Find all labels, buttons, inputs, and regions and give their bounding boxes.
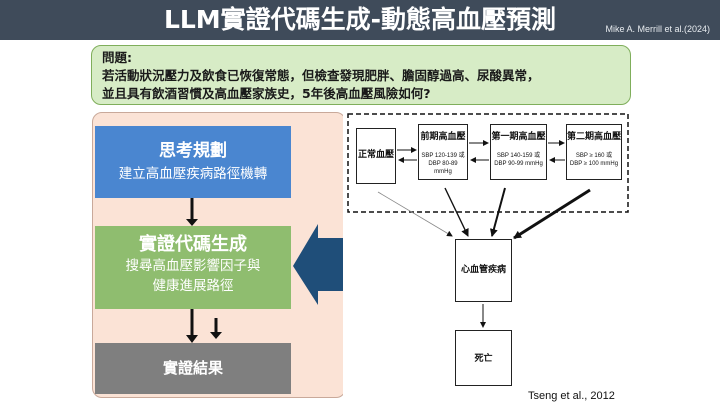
evidence-code-box: 實證代碼生成 搜尋高血壓影響因子與 健康進展路徑 — [95, 226, 291, 309]
think-plan-subtitle: 建立高血壓疾病路徑機轉 — [118, 166, 268, 182]
arrow-secondary-head — [210, 332, 222, 339]
evidence-code-title: 實證代碼生成 — [139, 234, 247, 255]
evidence-result-title: 實證結果 — [162, 359, 223, 377]
arrow-think-to-code-head — [186, 219, 198, 226]
arrow-stage1-to-cvd — [489, 187, 506, 237]
bottom-citation: Tseng et al., 2012 — [528, 390, 615, 402]
node-pre-title: 前期高血壓 — [420, 132, 466, 142]
node-pre-sbp: SBP 120-139 或 — [421, 153, 465, 159]
node-stage1-hypertension: 第一期高血壓 SBP 140-159 或 DBP 90-99 mmHg — [490, 124, 547, 180]
node-cardiovascular-disease: 心血管疾病 — [455, 239, 512, 302]
node-normal-bp-label: 正常血壓 — [357, 150, 394, 160]
arrow-pre-to-cvd — [444, 187, 469, 237]
node-stage2-sbp: SBP ≥ 160 或 — [575, 153, 613, 159]
big-left-arrow — [293, 224, 343, 305]
evidence-code-subtitle-2: 健康進展路徑 — [152, 278, 234, 294]
title-bar: LLM實證代碼生成-動態高血壓預測 Mike A. Merrill et al.… — [0, 0, 720, 40]
node-stage1-dbp: DBP 90-99 mmHg — [494, 161, 543, 167]
node-prehypertension: 前期高血壓 SBP 120-139 或 DBP 80-89 mmHg — [418, 124, 468, 180]
node-normal-bp: 正常血壓 — [356, 128, 396, 184]
node-stage2-title: 第二期高血壓 — [567, 132, 622, 142]
slide-title: LLM實證代碼生成-動態高血壓預測 — [163, 5, 557, 34]
node-death: 死亡 — [455, 330, 512, 386]
question-label: 問題: — [102, 50, 132, 65]
node-death-label: 死亡 — [474, 354, 493, 364]
node-pre-dbp: DBP 80-89 mmHg — [428, 161, 458, 175]
think-plan-box: 思考規劃 建立高血壓疾病路徑機轉 — [95, 126, 291, 198]
top-citation: Mike A. Merrill et al.(2024) — [605, 24, 710, 34]
arrow-code-to-result-head — [186, 335, 198, 343]
question-line-2: 並且具有飲酒習慣及高血壓家族史，5年後高血壓風險如何? — [102, 86, 431, 101]
evidence-code-subtitle-1: 搜尋高血壓影響因子與 — [125, 258, 261, 274]
node-stage2-dbp: DBP ≥ 100 mmHg — [569, 161, 619, 167]
node-stage2-hypertension: 第二期高血壓 SBP ≥ 160 或 DBP ≥ 100 mmHg — [566, 124, 622, 180]
arrow-normal-to-cvd — [377, 191, 453, 237]
question-box: 問題: 若活動狀況壓力及飲食已恢復常態，但檢查發現肥胖、膽固醇過高、尿酸異常， … — [91, 45, 631, 105]
node-cvd-label: 心血管疾病 — [460, 265, 506, 275]
arrow-stage2-to-cvd — [513, 188, 591, 240]
think-plan-title: 思考規劃 — [159, 141, 227, 161]
evidence-result-box: 實證結果 — [95, 343, 291, 394]
question-line-1: 若活動狀況壓力及飲食已恢復常態，但檢查發現肥胖、膽固醇過高、尿酸異常， — [102, 68, 540, 83]
node-stage1-title: 第一期高血壓 — [491, 132, 546, 142]
node-stage1-sbp: SBP 140-159 或 — [496, 153, 541, 159]
stage-group-frame — [347, 113, 629, 213]
